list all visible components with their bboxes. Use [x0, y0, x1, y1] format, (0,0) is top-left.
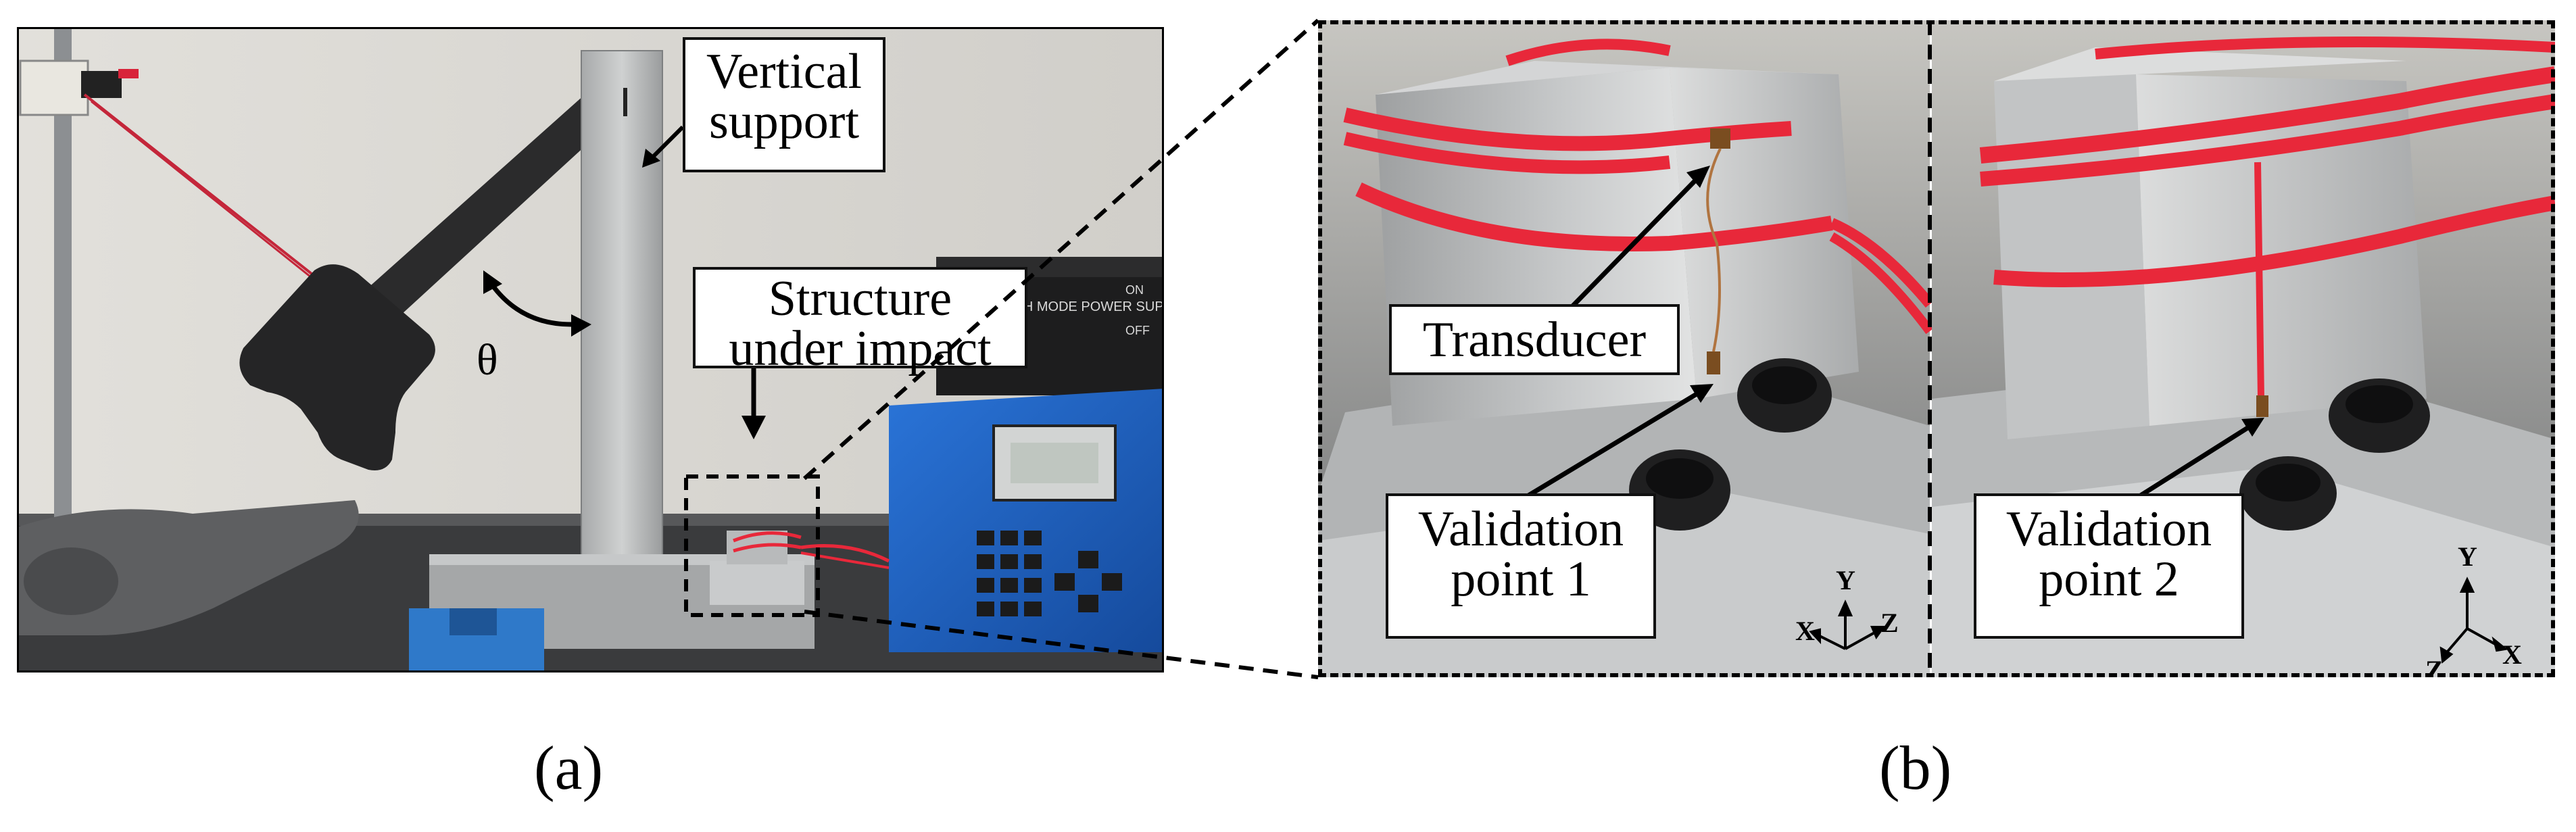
axis-z-label-1: Z	[1880, 608, 1899, 638]
caption-b: (b)	[1879, 733, 1952, 802]
panel-a-frame	[17, 27, 1164, 672]
panel-b-frame	[1318, 20, 2555, 677]
psu-off-label: OFF	[1125, 324, 1150, 337]
panel-b-photos: Y X Z Y Z X Transducer Validation point …	[1318, 20, 2555, 677]
panel-a-photo: DC SWITCH MODE POWER SUPPLY ON OFF	[17, 27, 1164, 672]
axes-triad-2	[2439, 577, 2508, 664]
transducer-label: Transducer	[1389, 304, 1680, 375]
structure-under-impact-label: Structure under impact	[693, 267, 1027, 374]
axes-triad-1	[1809, 599, 1886, 650]
caption-a: (a)	[534, 733, 604, 802]
validation-point-2-label: Validation point 2	[1974, 493, 2244, 639]
angle-theta-label: θ	[477, 335, 498, 385]
psu-on-label: ON	[1125, 283, 1144, 297]
axis-x-label-1: X	[1795, 616, 1815, 646]
validation-point-1-label: Validation point 1	[1386, 493, 1656, 639]
axis-y-label-2: Y	[2458, 541, 2477, 572]
axis-y-label-1: Y	[1836, 565, 1855, 595]
axis-x-label-2: X	[2502, 639, 2522, 670]
vertical-support-label: Vertical support	[683, 37, 885, 172]
